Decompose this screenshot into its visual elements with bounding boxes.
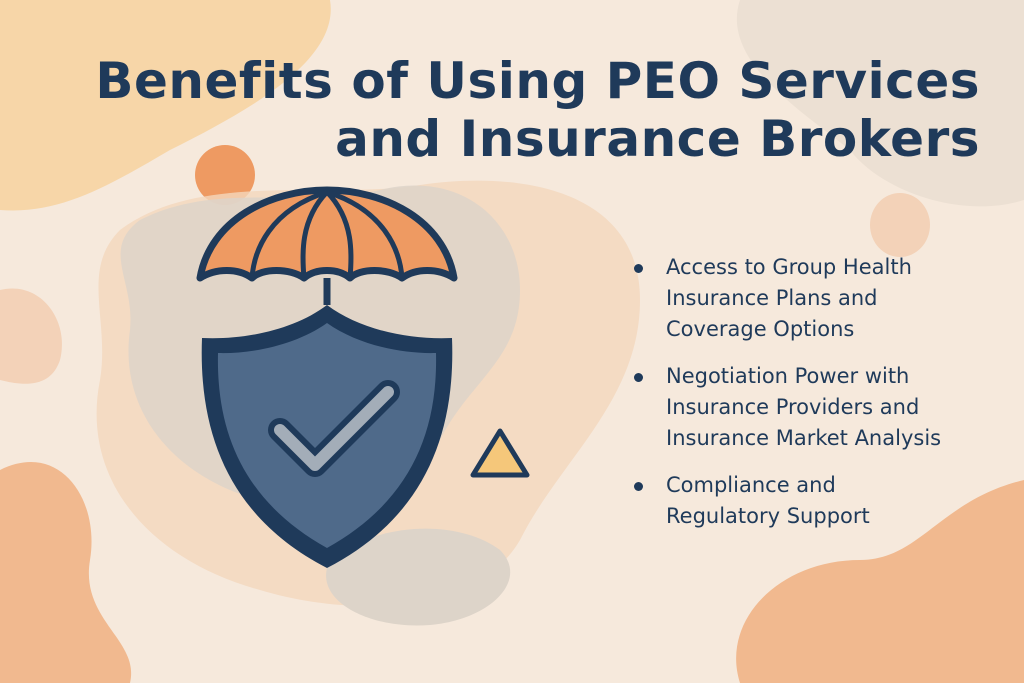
title-line-2: and Insurance Brokers — [335, 110, 980, 168]
blob-bottom-gray — [326, 528, 511, 626]
title-line-1: Benefits of Using PEO Services — [95, 52, 980, 110]
list-item: Compliance and Regulatory Support — [632, 470, 926, 532]
blob-bottom-right — [736, 480, 1024, 683]
warning-triangle-icon — [470, 428, 530, 478]
bullet-icon — [634, 482, 643, 491]
benefit-text: Negotiation Power with Insurance Provide… — [666, 364, 942, 450]
bullet-icon — [634, 264, 643, 273]
bullet-icon — [634, 373, 643, 382]
benefits-list: Access to Group Health Insurance Plans a… — [632, 252, 1012, 548]
benefit-text: Compliance and Regulatory Support — [666, 473, 870, 528]
orange-dot — [195, 145, 255, 205]
benefit-text: Access to Group Health Insurance Plans a… — [666, 255, 912, 341]
shield-umbrella-illustration — [196, 186, 458, 568]
list-item: Access to Group Health Insurance Plans a… — [632, 252, 966, 345]
blob-top-left — [0, 0, 331, 211]
shield-check-icon — [201, 305, 453, 568]
umbrella-icon — [196, 186, 458, 305]
small-blob-right — [870, 193, 930, 257]
blob-bottom-left — [0, 462, 132, 683]
page-title: Benefits of Using PEO Services and Insur… — [80, 52, 980, 168]
blob-top-right — [736, 0, 1024, 207]
blob-left-edge — [0, 288, 62, 384]
list-item: Negotiation Power with Insurance Provide… — [632, 361, 1016, 454]
